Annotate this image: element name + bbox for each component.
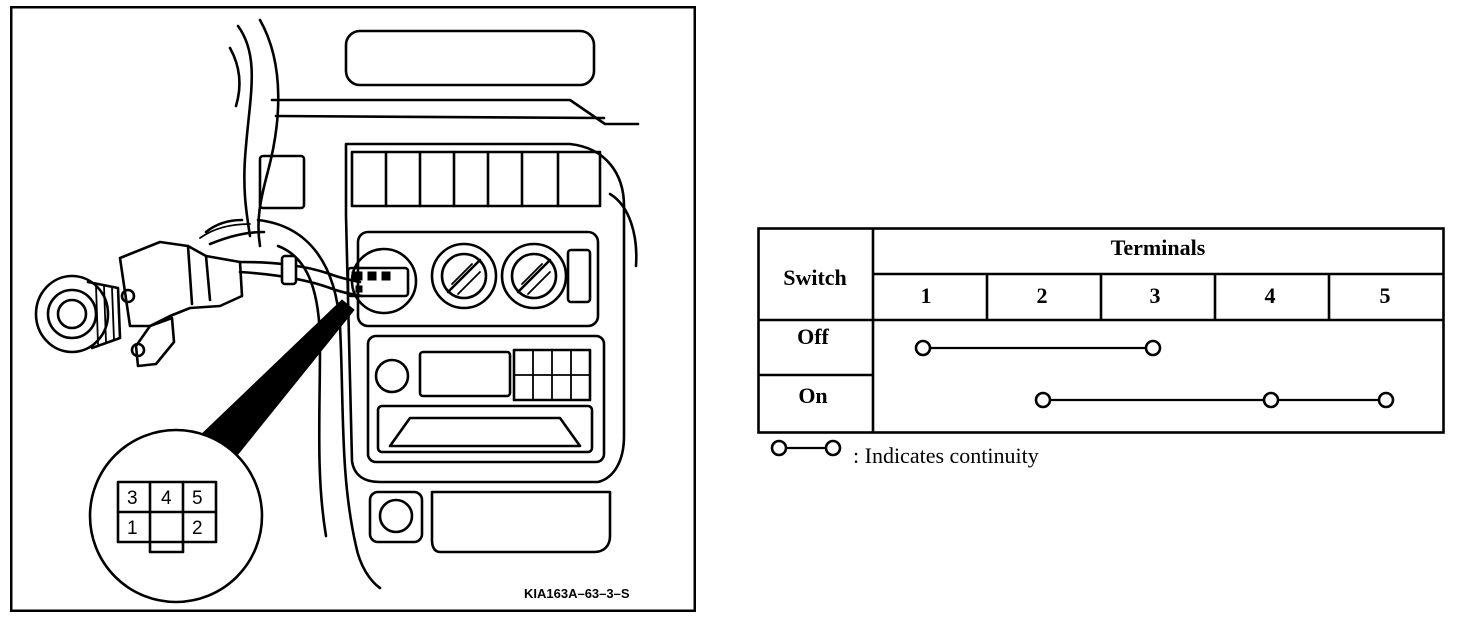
off-continuity: [914, 339, 1162, 357]
steering-column-lines: [228, 18, 280, 248]
legend-text: : Indicates continuity: [853, 443, 1039, 468]
on-node-terminal-2: [1034, 391, 1052, 409]
off-node-terminal-1: [914, 339, 932, 357]
pin-label-2: 2: [192, 518, 203, 539]
figure-code: KIA163A–63–3–S: [524, 586, 630, 601]
terminal-4: 4: [1265, 283, 1276, 308]
legend-symbol: [770, 439, 842, 457]
dashboard-upper-lines: [270, 98, 640, 126]
header-switch: Switch: [783, 265, 847, 290]
top-vent: [344, 29, 596, 87]
terminal-5: 5: [1380, 283, 1391, 308]
on-node-terminal-4: [1262, 391, 1280, 409]
row-label-on: On: [798, 383, 827, 408]
on-continuity: [1034, 391, 1395, 409]
pin-label-3: 3: [127, 488, 138, 509]
continuity-table: Switch Terminals 1 2 3 4 5 Off On : Indi…: [757, 227, 1445, 468]
button-row: [350, 150, 602, 208]
callout-pointer: [201, 299, 355, 455]
light-switch-assembly: [34, 240, 244, 368]
header-terminals: Terminals: [1111, 235, 1206, 260]
terminal-3: 3: [1150, 283, 1161, 308]
table-grid: [757, 227, 1445, 434]
lower-console: [368, 490, 612, 554]
off-node-terminal-3: [1144, 339, 1162, 357]
terminal-2: 2: [1037, 283, 1048, 308]
pin-label-5: 5: [192, 488, 203, 509]
left-panel: [258, 154, 306, 210]
connector-detail: [88, 428, 264, 604]
row-label-off: Off: [797, 324, 829, 349]
illustration-frame: [10, 6, 696, 612]
switch-location-illustration: 3 4 5 1 2 KIA163A–63–3–S: [10, 6, 696, 612]
center-console: [344, 142, 626, 484]
on-node-terminal-5: [1377, 391, 1395, 409]
pin-label-4: 4: [161, 488, 172, 509]
wiring-harness: [199, 218, 410, 298]
terminal-1: 1: [921, 283, 932, 308]
console-side-lines: [256, 192, 638, 590]
audio-unit: [366, 334, 606, 464]
pin-label-1: 1: [127, 518, 138, 539]
